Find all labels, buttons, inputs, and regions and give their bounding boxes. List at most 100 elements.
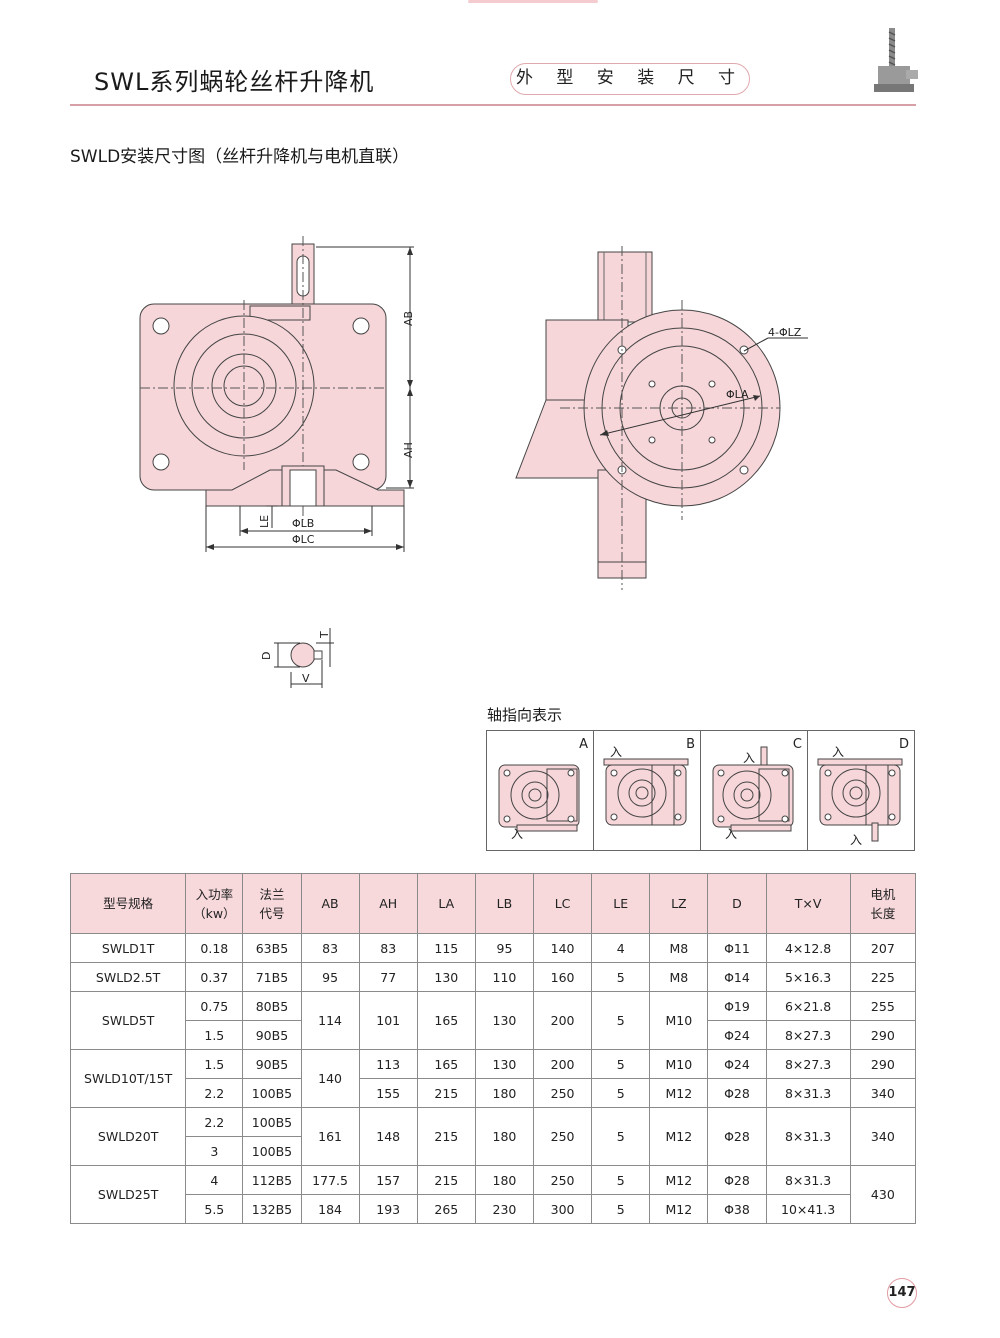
dim-label-la: ΦLA <box>726 388 749 401</box>
dim-label-lb: ΦLB <box>292 517 314 530</box>
cell-power: 2.2 <box>185 1078 244 1108</box>
cell-txv: 10×41.3 <box>765 1194 851 1224</box>
table-row: 2.2 100B5 155 215 180 250 5 M12 Φ28 8×31… <box>71 1078 917 1108</box>
cell-lc: 140 <box>533 933 593 963</box>
cell-le: 5 <box>591 1107 651 1166</box>
cell-lc: 200 <box>533 991 593 1050</box>
top-decoration-bar <box>468 0 598 3</box>
cell-lc: 300 <box>533 1194 593 1224</box>
cell-lz: M10 <box>649 991 709 1050</box>
cell-ah: 101 <box>358 991 418 1050</box>
cell-la: 115 <box>416 933 476 963</box>
cell-la: 215 <box>416 1107 476 1166</box>
installation-drawings: AB AH LE ΦLB ΦLC ΦLA 4-ΦLZ <box>139 236 808 688</box>
cell-txv: 8×31.3 <box>765 1078 851 1108</box>
cell-motor-length: 290 <box>849 1020 917 1050</box>
lift-product-icon <box>874 28 918 92</box>
dim-label-lc: ΦLC <box>292 533 315 546</box>
dim-label-ah: AH <box>402 442 415 458</box>
cell-ah: 193 <box>358 1194 418 1224</box>
cell-lb: 130 <box>474 1049 535 1079</box>
cell-motor-length: 340 <box>849 1107 917 1166</box>
cell-power: 3 <box>185 1136 244 1166</box>
cell-ab: 95 <box>300 962 360 992</box>
cell-model: SWLD10T/15T <box>69 1049 187 1108</box>
cell-le: 5 <box>591 991 651 1050</box>
input-label-d-top: 入 <box>832 745 845 759</box>
cell-model: SWLD5T <box>69 991 187 1050</box>
front-view <box>139 236 414 552</box>
cell-power: 0.18 <box>185 933 244 963</box>
orientation-panel-d: D 入 入 <box>808 731 914 850</box>
cell-flange: 63B5 <box>242 933 302 963</box>
cell-flange: 90B5 <box>242 1049 302 1079</box>
shaft-key-detail <box>274 628 334 688</box>
header-ab: AB <box>300 873 360 934</box>
header-model: 型号规格 <box>69 873 187 934</box>
header-motor-length: 电机长度 <box>849 873 917 934</box>
cell-lz: M10 <box>649 1049 709 1079</box>
header-power: 入功率（kw） <box>185 873 244 934</box>
cell-power: 1.5 <box>185 1020 244 1050</box>
orientation-c-drawing <box>712 746 794 832</box>
table-row: SWLD10T/15T 1.5 90B5 140 113 165 130 200… <box>69 1049 917 1108</box>
cell-power: 5.5 <box>185 1194 244 1224</box>
orientation-letter-d: D <box>898 737 909 752</box>
cell-lb: 130 <box>474 991 535 1050</box>
cell-lb: 180 <box>474 1107 535 1166</box>
cell-motor-length: 207 <box>849 933 917 963</box>
cell-lz: M12 <box>649 1107 709 1166</box>
orientation-d-drawing <box>817 758 903 842</box>
cell-la: 165 <box>416 1049 476 1079</box>
cell-lc: 250 <box>533 1078 593 1108</box>
cell-power: 0.37 <box>185 962 244 992</box>
cell-motor-length: 290 <box>849 1049 917 1079</box>
dim-label-d: D <box>260 652 273 660</box>
table-row: SWLD2.5T 0.37 71B5 95 77 130 110 160 5 M… <box>69 962 917 992</box>
cell-lb: 110 <box>474 962 535 992</box>
section-title-pill: 外 型 安 装 尺 寸 <box>510 63 750 95</box>
cell-d: Φ24 <box>707 1020 767 1050</box>
cell-le: 5 <box>591 1165 651 1195</box>
cell-le: 5 <box>591 1194 651 1224</box>
cell-d: Φ28 <box>707 1165 767 1195</box>
cell-ah: 148 <box>358 1107 418 1166</box>
header-le: LE <box>591 873 651 934</box>
cell-lb: 180 <box>474 1078 535 1108</box>
cell-model: SWLD25T <box>69 1165 187 1224</box>
cell-ah: 77 <box>358 962 418 992</box>
table-row: SWLD1T 0.18 63B5 83 83 115 95 140 4 M8 Φ… <box>69 933 917 963</box>
cell-d: Φ19 <box>707 991 767 1021</box>
header-d: D <box>707 873 767 934</box>
cell-motor-length: 340 <box>849 1078 917 1108</box>
cell-lz: M12 <box>649 1078 709 1108</box>
cell-lb: 180 <box>474 1165 535 1195</box>
cell-flange: 100B5 <box>242 1078 302 1108</box>
input-label-c-bottom: 入 <box>725 827 738 841</box>
cell-flange: 112B5 <box>242 1165 302 1195</box>
dim-label-t: T <box>318 631 331 639</box>
header-divider <box>70 104 916 106</box>
table-row: SWLD20T 2.2 100B5 161 148 215 180 250 5 … <box>69 1107 917 1166</box>
header-lc: LC <box>533 873 593 934</box>
cell-le: 5 <box>591 1078 651 1108</box>
header-la: LA <box>416 873 476 934</box>
header-flange: 法兰代号 <box>242 873 302 934</box>
cell-ab: 184 <box>300 1194 360 1224</box>
cell-le: 4 <box>591 933 651 963</box>
header-ah: AH <box>358 873 418 934</box>
cell-txv: 5×16.3 <box>765 962 851 992</box>
orientation-b-drawing <box>603 758 689 826</box>
cell-txv: 8×31.3 <box>765 1107 851 1166</box>
cell-flange: 100B5 <box>242 1136 302 1166</box>
page-title: SWL系列蜗轮丝杆升降机 <box>94 68 375 96</box>
cell-ah: 155 <box>358 1078 418 1108</box>
cell-lc: 160 <box>533 962 593 992</box>
input-label-b: 入 <box>610 745 623 759</box>
cell-power: 0.75 <box>185 991 244 1021</box>
dim-label-le: LE <box>258 515 271 528</box>
cell-ab: 83 <box>300 933 360 963</box>
orientation-title: 轴指向表示 <box>487 706 563 724</box>
cell-ah: 113 <box>358 1049 418 1079</box>
cell-model: SWLD2.5T <box>69 962 187 992</box>
